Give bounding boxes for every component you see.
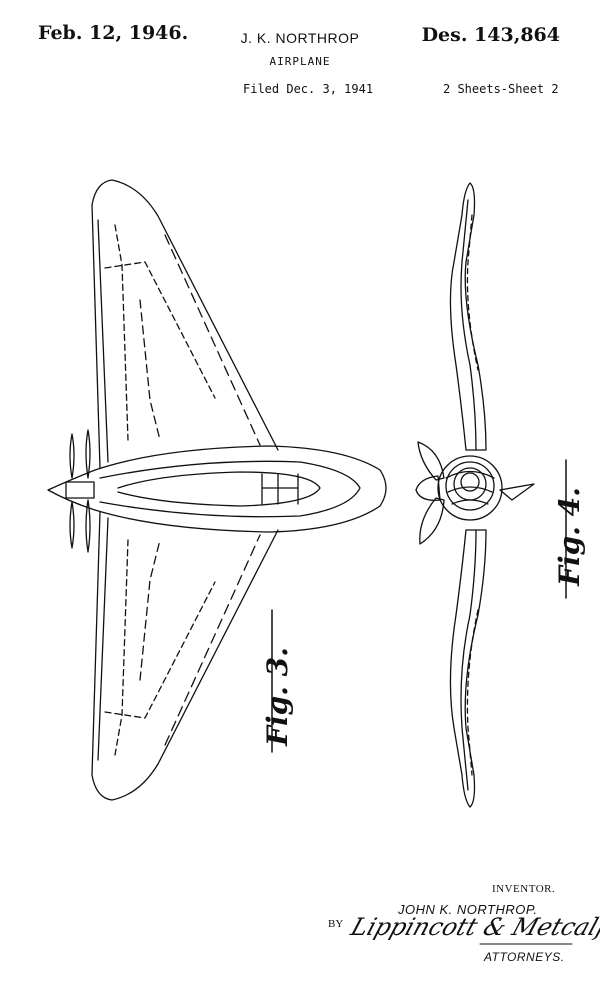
fig3-lower-wing: [91, 511, 279, 801]
fig3-lower-wing-dash2: [104, 581, 216, 719]
fig4-fuselage-ring1: [445, 461, 495, 511]
fig3-upper-wing-dash3: [139, 299, 161, 441]
fig4-label: Fig. 4.: [552, 487, 586, 586]
fig4-upper-wing-inner: [460, 199, 477, 451]
attorney-signature: Lippincott & Metcalf: [347, 913, 600, 941]
patent-title: AIRPLANE: [269, 55, 331, 68]
fig4-lower-wing-dash: [466, 609, 479, 776]
fig3-label: Fig. 3.: [260, 647, 294, 746]
sheet-number: 2 Sheets-Sheet 2: [443, 82, 559, 96]
fig4-fuselage: [437, 455, 503, 521]
attorneys-label: ATTORNEYS.: [484, 950, 565, 964]
fig4-lower-wing: [449, 529, 487, 808]
fig4-upper-wing-dash: [466, 214, 479, 371]
fig3-canopy: [117, 471, 321, 507]
fig3-upper-wing-hatch: [164, 234, 261, 446]
fig3-upper-wing: [91, 179, 279, 469]
filed-date: Filed Dec. 3, 1941: [243, 82, 374, 96]
fig3-canopy-frames: [261, 473, 299, 505]
fig3-fuselage-inner: [99, 460, 361, 518]
patent-date: Feb. 12, 1946.: [38, 22, 189, 44]
fig3-propeller-lower: [69, 499, 91, 553]
inventor-header: J. K. NORTHROP: [240, 30, 360, 46]
fig4-propeller-lower: [419, 497, 445, 545]
fig4-fuselage-ring3: [460, 472, 480, 492]
fig3-upper-wing-trailing-inner: [97, 219, 109, 463]
fig3-upper-wing-dash2: [104, 261, 216, 399]
fig4-lower-wing-inner: [460, 529, 477, 791]
inventor-name: JOHN K. NORTHROP.: [398, 902, 538, 917]
fig3-propeller-upper: [69, 429, 91, 479]
fig3-propeller-hub: [65, 481, 95, 499]
fig4-front-view: [415, 182, 535, 808]
inventor-label: INVENTOR.: [492, 883, 556, 895]
fig4-tail-fin: [499, 483, 535, 501]
fig3-upper-wing-dash: [114, 224, 129, 441]
fig4-fuselage-hatch: [445, 470, 495, 505]
fig4-nacelle: [415, 475, 441, 501]
fig3-fuselage: [47, 445, 387, 533]
fig3-lower-wing-dash: [114, 539, 129, 756]
fig4-propeller-upper: [417, 441, 445, 481]
fig3-lower-wing-trailing-inner: [97, 517, 109, 761]
by-label: BY: [328, 918, 344, 930]
fig3-lower-wing-hatch: [164, 534, 261, 746]
fig3-plan-view: [47, 179, 387, 801]
fig4-upper-wing: [449, 182, 487, 451]
fig3-lower-wing-dash3: [139, 539, 161, 681]
patent-number: Des. 143,864: [421, 24, 560, 46]
